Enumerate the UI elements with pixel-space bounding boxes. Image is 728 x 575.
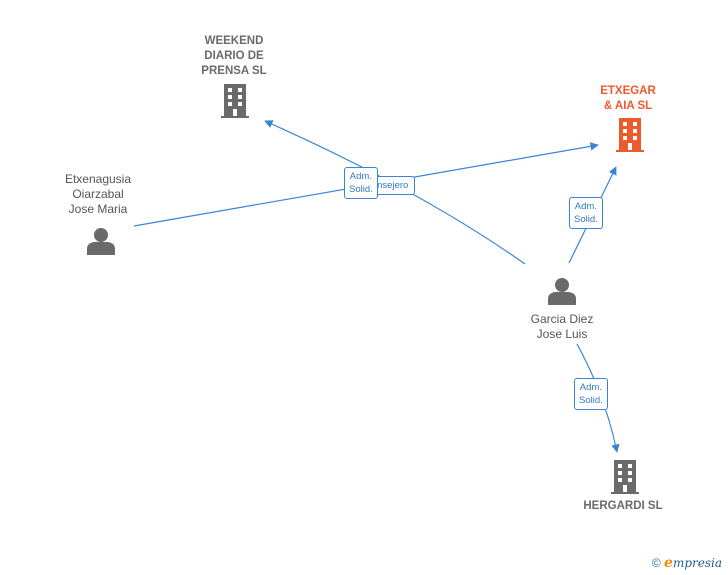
building-icon[interactable] — [610, 460, 640, 494]
edge-label-adm-solid-hergardi: Adm. Solid. — [574, 378, 608, 410]
company-label-hergardi[interactable]: HERGARDI SL — [583, 500, 663, 512]
copyright-icon: © — [651, 556, 661, 570]
person-icon[interactable] — [86, 227, 116, 255]
brand-name: mpresia — [672, 556, 722, 570]
building-icon[interactable] — [220, 84, 250, 118]
brand-e: e — [664, 555, 673, 571]
edge-label-adm-solid-weekend: Adm. Solid. — [344, 167, 378, 199]
building-icon[interactable] — [615, 118, 645, 152]
company-label-weekend[interactable]: WEEKEND DIARIO DE PRENSA SL — [201, 35, 267, 77]
person-label-etxenagusia[interactable]: Etxenagusia Oiarzabal Jose Maria — [64, 172, 132, 216]
company-label-etxegar[interactable]: ETXEGAR & AIA SL — [600, 85, 656, 112]
empresia-watermark: © empresia — [652, 555, 722, 571]
person-icon[interactable] — [547, 277, 577, 305]
edge-label-adm-solid-etxegar: Adm. Solid. — [569, 197, 603, 229]
person-label-garcia[interactable]: Garcia Diez Jose Luis — [530, 312, 594, 341]
